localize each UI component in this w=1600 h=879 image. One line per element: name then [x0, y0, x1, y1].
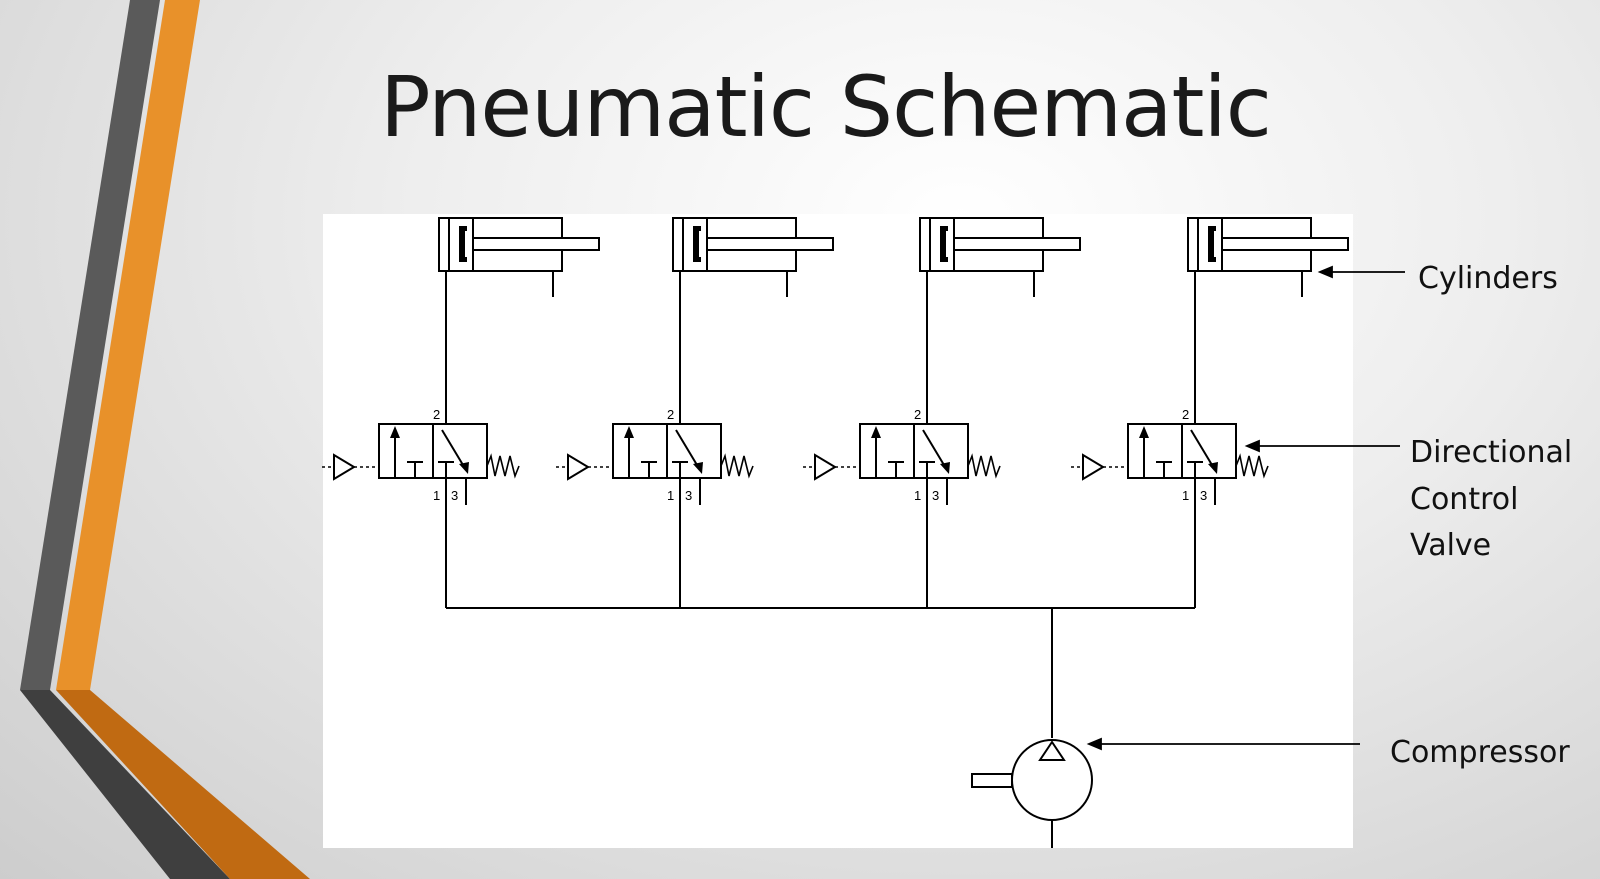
schematic-panel	[323, 214, 1353, 848]
valve-spring	[720, 453, 754, 479]
valve-spring	[967, 453, 1001, 479]
cylinder-piston-gap	[946, 231, 952, 257]
port-label-2: 2	[1182, 407, 1189, 422]
callout-arrows	[1086, 265, 1405, 751]
cylinders-arrowhead	[1317, 265, 1333, 279]
compressor-arrowhead	[1086, 737, 1102, 751]
valve-arrowhead	[1244, 439, 1260, 453]
valve-label-line-2: Control	[1410, 481, 1519, 517]
orange-swoosh	[56, 690, 310, 879]
directional-control-valve-label: Directional Control Valve	[1410, 430, 1572, 570]
cylinder-piston-gap	[1214, 231, 1220, 257]
valve-label-line-3: Valve	[1410, 528, 1492, 563]
valve-flow-arrow	[1139, 426, 1149, 438]
cylinder-piston-gap	[699, 231, 705, 257]
pilot-triangle	[814, 453, 837, 481]
supply-network	[446, 607, 1195, 848]
dark-swoosh	[20, 690, 230, 879]
valve-spring	[486, 453, 520, 479]
port-label-3: 3	[932, 488, 939, 503]
valve-diagonal-flow	[441, 429, 467, 471]
compressor-triangle	[1038, 740, 1066, 761]
cylinder-rod	[953, 237, 1081, 251]
valve-diagonal-flow	[922, 429, 948, 471]
valve-flow-arrow	[390, 426, 400, 438]
pilot-triangle	[1082, 453, 1105, 481]
pilot-triangle	[333, 453, 356, 481]
valve-diagonal-arrow	[940, 462, 950, 474]
port-label-1: 1	[433, 488, 440, 503]
valve-spring	[1235, 453, 1269, 479]
valve-flow-arrow	[871, 426, 881, 438]
port-label-1: 1	[667, 488, 674, 503]
cylinder-rod	[472, 237, 600, 251]
valve-diagonal-flow	[675, 429, 701, 471]
cylinders-label: Cylinders	[1418, 261, 1558, 296]
cylinder-piston	[1208, 226, 1216, 262]
valve-diagonal-flow	[1190, 429, 1216, 471]
port-label-1: 1	[1182, 488, 1189, 503]
compressor-label: Compressor	[1390, 735, 1570, 770]
cylinder-piston	[693, 226, 701, 262]
slide-title: Pneumatic Schematic	[380, 58, 1272, 156]
port-label-2: 2	[433, 407, 440, 422]
port-label-2: 2	[914, 407, 921, 422]
orange-stripe	[56, 0, 200, 690]
pilot-triangle	[567, 453, 590, 481]
valve-diagonal-arrow	[1208, 462, 1218, 474]
cylinder-piston	[459, 226, 467, 262]
valve-flow-arrow	[624, 426, 634, 438]
port-label-3: 3	[1200, 488, 1207, 503]
valve-diagonal-arrow	[459, 462, 469, 474]
valve-label-line-1: Directional	[1410, 435, 1573, 470]
valve-diagonal-arrow	[693, 462, 703, 474]
cylinder-piston-gap	[465, 231, 471, 257]
compressor-shaft	[971, 773, 1013, 788]
port-label-3: 3	[451, 488, 458, 503]
port-label-2: 2	[667, 407, 674, 422]
port-label-1: 1	[914, 488, 921, 503]
cylinder-piston	[940, 226, 948, 262]
port-label-3: 3	[685, 488, 692, 503]
dark-stripe	[20, 0, 160, 690]
cylinder-rod	[1221, 237, 1349, 251]
cylinder-rod	[706, 237, 834, 251]
